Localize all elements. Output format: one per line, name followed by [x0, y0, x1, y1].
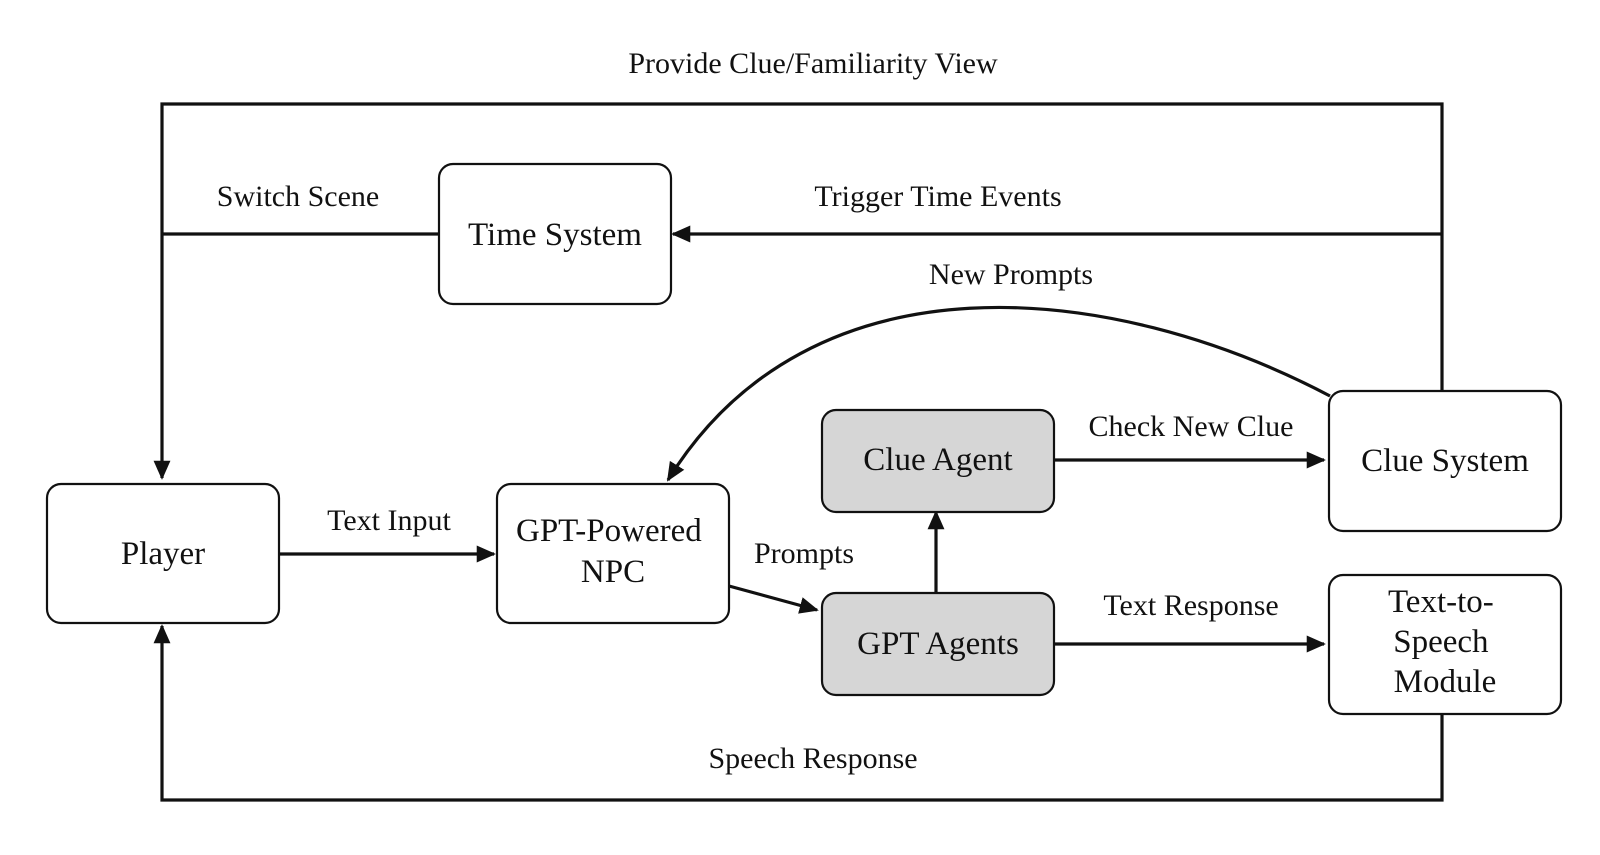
node-clue-agent: Clue Agent	[820, 408, 1056, 514]
node-clue-system: Clue System	[1327, 389, 1563, 533]
node-tts-module: Text-to- Speech Module	[1327, 573, 1563, 716]
node-player-label: Player	[121, 536, 205, 572]
node-clue-agent-label: Clue Agent	[863, 442, 1012, 478]
node-gpt-agents-label: GPT Agents	[857, 626, 1019, 662]
edge-provide-clue	[153, 102, 1444, 480]
edges	[153, 102, 1444, 802]
label-switch-scene: Switch Scene	[217, 180, 379, 213]
edge-new-prompts	[666, 305, 1331, 482]
label-text-input: Text Input	[327, 504, 451, 537]
node-gpt-powered-npc-label: GPT-Powered NPC	[516, 513, 710, 590]
node-clue-system-label: Clue System	[1361, 443, 1529, 479]
label-trigger-time: Trigger Time Events	[814, 180, 1061, 213]
node-time-system: Time System	[437, 162, 673, 306]
node-gpt-agents: GPT Agents	[820, 591, 1056, 697]
edge-labels: Provide Clue/Familiarity View Switch Sce…	[217, 47, 1294, 775]
node-tts-module-label: Text-to- Speech Module	[1388, 584, 1502, 700]
label-text-response: Text Response	[1103, 589, 1278, 622]
edge-speech-response	[153, 624, 1444, 802]
node-time-system-label: Time System	[468, 217, 642, 253]
node-gpt-powered-npc: GPT-Powered NPC	[495, 482, 731, 625]
label-provide-clue: Provide Clue/Familiarity View	[628, 47, 998, 80]
label-prompts: Prompts	[754, 537, 854, 570]
label-new-prompts: New Prompts	[929, 258, 1093, 291]
node-player: Player	[45, 482, 281, 625]
label-speech-response: Speech Response	[708, 742, 917, 775]
label-check-clue: Check New Clue	[1089, 410, 1294, 443]
edge-prompts	[728, 584, 819, 614]
